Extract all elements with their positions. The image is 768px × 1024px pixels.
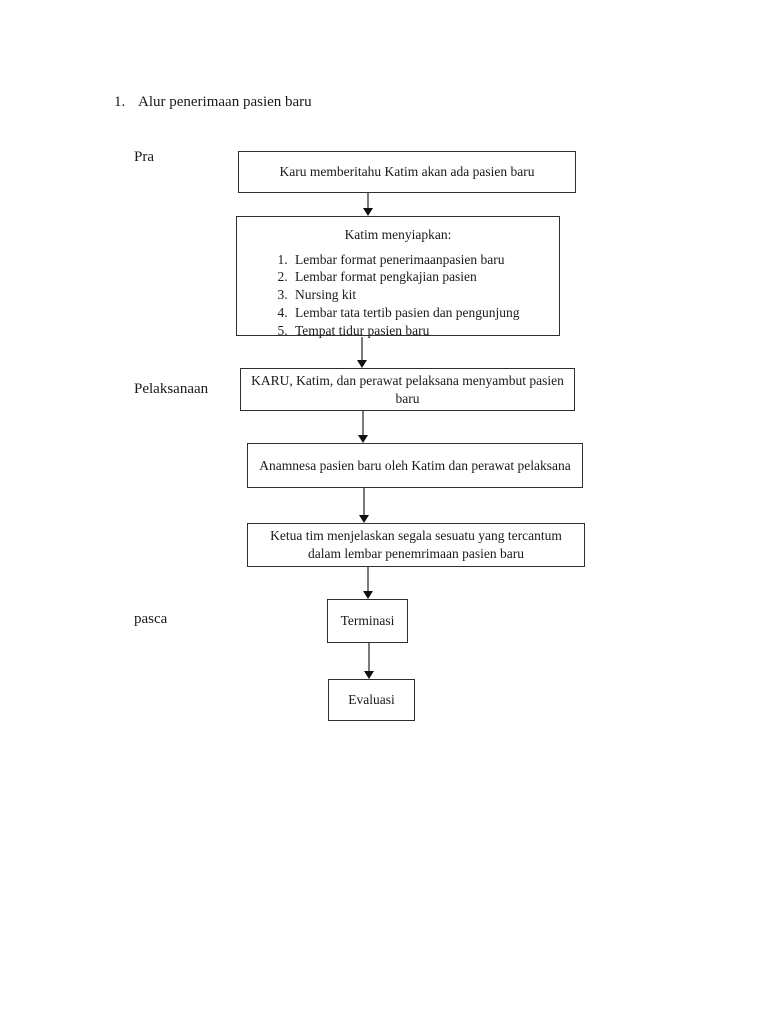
flow-box-notify-text: Karu memberitahu Katim akan ada pasien b… [279,164,535,180]
flow-arrow-down-icon [358,488,370,523]
flow-arrow-down-icon [362,567,374,599]
prepare-item: Nursing kit [291,286,553,304]
arrow-head [363,591,373,599]
prepare-item: Lembar format pengkajian pasien [291,268,553,286]
prepare-item: Tempat tidur pasien baru [291,322,553,340]
flow-box-anamnesa: Anamnesa pasien baru oleh Katim dan pera… [247,443,583,488]
arrow-stem [363,488,365,515]
flow-box-evaluasi: Evaluasi [328,679,415,721]
arrow-head [363,208,373,216]
flow-box-terminasi: Terminasi [327,599,408,643]
arrow-head [364,671,374,679]
arrow-head [357,360,367,368]
arrow-head [359,515,369,523]
flow-box-terminasi-text: Terminasi [340,613,395,629]
page-title: 1. Alur penerimaan pasien baru [114,94,312,111]
flow-box-notify: Karu memberitahu Katim akan ada pasien b… [238,151,576,193]
flow-box-evaluasi-text: Evaluasi [348,692,395,708]
flow-box-welcome: KARU, Katim, dan perawat pelaksana menya… [240,368,575,411]
flow-arrow-down-icon [356,337,368,368]
flow-box-prepare: Katim menyiapkan: Lembar format penerima… [236,216,560,338]
arrow-stem [367,193,369,208]
prepare-title: Katim menyiapkan: [344,227,452,242]
flow-box-explain-text: Ketua tim menjelaskan segala sesuatu yan… [270,528,562,561]
prepare-item: Lembar format penerimaanpasien baru [291,251,553,269]
flow-arrow-down-icon [357,411,369,443]
prepare-item: Lembar tata tertib pasien dan pengunjung [291,304,553,322]
arrow-stem [361,337,363,360]
flow-arrow-down-icon [362,193,374,216]
phase-label-pra: Pra [134,149,154,165]
prepare-list: Lembar format penerimaanpasien baru Lemb… [237,251,559,340]
phase-label-pasca: pasca [134,611,168,627]
flow-arrow-down-icon [363,643,375,679]
phase-label-pelaksanaan: Pelaksanaan [134,381,209,397]
flow-box-explain: Ketua tim menjelaskan segala sesuatu yan… [247,523,585,567]
arrow-stem [362,411,364,435]
arrow-stem [367,567,369,591]
title-number: 1. [114,94,126,110]
arrow-head [358,435,368,443]
flow-box-welcome-text: KARU, Katim, dan perawat pelaksana menya… [251,372,564,406]
title-text: Alur penerimaan pasien baru [138,94,312,110]
flow-box-anamnesa-text: Anamnesa pasien baru oleh Katim dan pera… [259,457,571,473]
arrow-stem [368,643,370,671]
